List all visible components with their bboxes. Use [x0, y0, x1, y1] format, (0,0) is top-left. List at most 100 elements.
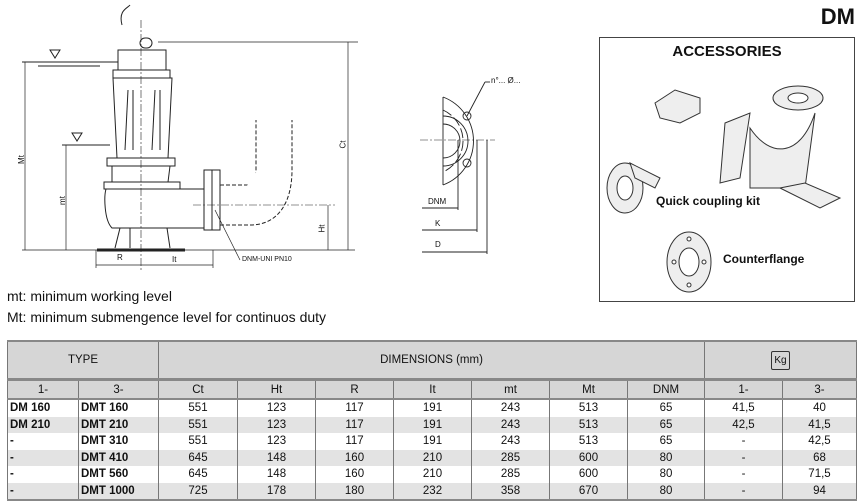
- model-cell: DMT 210: [78, 416, 159, 433]
- value-cell: 513: [549, 399, 628, 417]
- model-cell: DMT 410: [78, 449, 159, 466]
- value-cell: 645: [158, 466, 238, 483]
- series-title: DM: [820, 4, 855, 29]
- column-header: Mt: [549, 379, 628, 400]
- value-cell: 41,5: [782, 416, 857, 433]
- value-cell: 232: [393, 482, 472, 501]
- value-cell: 210: [393, 449, 472, 466]
- value-cell: 725: [158, 482, 238, 501]
- column-header: It: [393, 379, 472, 400]
- model-cell: -: [7, 449, 79, 466]
- column-header: R: [315, 379, 394, 400]
- value-cell: 513: [549, 433, 628, 450]
- water-level-icon: [22, 49, 120, 146]
- value-cell: 123: [237, 433, 316, 450]
- value-cell: 123: [237, 399, 316, 417]
- dim-label-DNM: DNM: [428, 197, 447, 206]
- column-header: Ht: [237, 379, 316, 400]
- value-cell: 94: [782, 482, 857, 501]
- value-cell: 68: [782, 449, 857, 466]
- value-cell: 40: [782, 399, 857, 417]
- value-cell: 180: [315, 482, 394, 501]
- dim-label-R: R: [117, 253, 123, 262]
- value-cell: 41,5: [704, 399, 783, 417]
- value-cell: 551: [158, 399, 238, 417]
- note-Mt: Mt: minimum submengence level for contin…: [7, 309, 327, 325]
- value-cell: 65: [627, 433, 705, 450]
- dim-label-It: It: [172, 255, 177, 264]
- model-cell: DM 210: [7, 416, 79, 433]
- model-cell: DMT 310: [78, 433, 159, 450]
- value-cell: 670: [549, 482, 628, 501]
- value-cell: 71,5: [782, 466, 857, 483]
- value-cell: 191: [393, 399, 472, 417]
- dim-label-D: D: [435, 240, 441, 249]
- value-cell: 117: [315, 399, 394, 417]
- value-cell: 645: [158, 449, 238, 466]
- value-cell: 243: [471, 416, 550, 433]
- value-cell: -: [704, 433, 783, 450]
- accessories-illustration: [606, 85, 842, 293]
- model-cell: -: [10, 435, 14, 448]
- quick-coupling-kit-icon: [606, 85, 842, 214]
- value-cell: 600: [549, 466, 628, 483]
- accessories-box: ACCESSORIES Quick coupling kit Counterfl…: [599, 37, 855, 302]
- counterflange-icon: [666, 231, 712, 293]
- value-cell: 80: [627, 466, 705, 483]
- value-cell: 285: [471, 466, 550, 483]
- column-header: 3-: [78, 379, 159, 400]
- column-header: mt: [471, 379, 550, 400]
- holes-label: n°... Ø...: [491, 76, 521, 85]
- dim-label-Ct: Ct: [338, 140, 348, 149]
- value-cell: 80: [627, 482, 705, 501]
- accessories-title: ACCESSORIES: [672, 43, 782, 60]
- note-mt: mt: minimum working level: [7, 288, 172, 304]
- value-cell: 551: [158, 433, 238, 450]
- value-cell: 551: [158, 416, 238, 433]
- dim-label-Ht: Ht: [317, 224, 327, 233]
- value-cell: 285: [471, 449, 550, 466]
- outlet-label: DNM-UNI PN10: [242, 256, 292, 263]
- value-cell: 513: [549, 416, 628, 433]
- value-cell: 117: [315, 416, 394, 433]
- value-cell: -: [704, 449, 783, 466]
- value-cell: 42,5: [782, 433, 857, 450]
- accessory-counterflange: Counterflange: [723, 252, 805, 266]
- value-cell: -: [704, 482, 783, 501]
- value-cell: 160: [315, 449, 394, 466]
- value-cell: 243: [471, 399, 550, 417]
- model-cell: DMT 160: [78, 399, 159, 417]
- value-cell: 243: [471, 433, 550, 450]
- model-cell: DM 160: [10, 402, 51, 415]
- weight-header: Kg: [704, 341, 857, 381]
- value-cell: 358: [471, 482, 550, 501]
- model-cell: -: [7, 482, 79, 501]
- value-cell: 600: [549, 449, 628, 466]
- value-cell: 65: [627, 416, 705, 433]
- value-cell: -: [704, 466, 783, 483]
- value-cell: 123: [237, 416, 316, 433]
- value-cell: 191: [393, 433, 472, 450]
- dim-label-mt: mt: [57, 196, 67, 205]
- value-cell: 65: [627, 399, 705, 417]
- accessory-quick-coupling-kit: Quick coupling kit: [656, 194, 761, 208]
- column-header: 1-: [7, 379, 79, 400]
- column-header: Ct: [158, 379, 238, 400]
- column-header: 1-: [704, 379, 783, 400]
- model-cell: DMT 560: [78, 466, 159, 483]
- dimensions-header: DIMENSIONS (mm): [158, 341, 705, 381]
- dim-label-K: K: [435, 219, 441, 228]
- pump-dimension-drawing: [22, 4, 495, 270]
- column-header: DNM: [627, 379, 705, 400]
- type-header: TYPE: [7, 341, 159, 381]
- model-cell: DMT 1000: [78, 482, 159, 501]
- value-cell: 80: [627, 449, 705, 466]
- model-cell: -: [10, 468, 14, 481]
